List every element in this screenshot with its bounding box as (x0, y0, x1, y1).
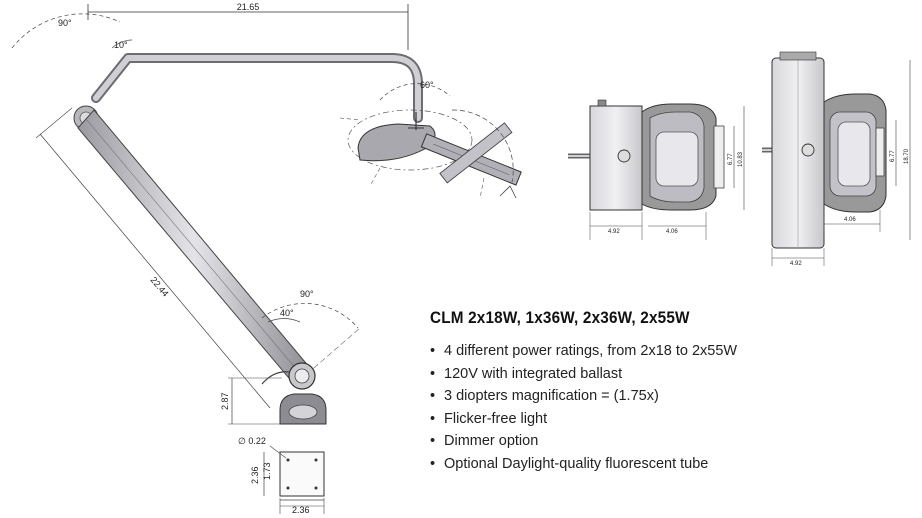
side-dim-inner-height: 6.77 (728, 153, 734, 165)
front-view-drawing: 6.77 18.70 4.06 4.92 (762, 51, 911, 267)
feature-text: Flicker-free light (444, 410, 548, 427)
side-dim-width-left: 4.92 (608, 229, 620, 235)
arm-drawing: 21.65 90° 10° 22.44 90° 40° (11, 2, 522, 515)
angle-top-left: 90° (58, 18, 72, 28)
side-dim-width-right: 4.06 (666, 229, 678, 235)
feature-item: • 3 diopters magnification = (1.75x) (430, 385, 910, 408)
dim-hole-dia: ∅ 0.22 (238, 436, 266, 446)
product-title: CLM 2x18W, 1x36W, 2x36W, 2x55W (430, 308, 690, 327)
dim-top-width: 21.65 (237, 2, 260, 12)
feature-text: 120V with integrated ballast (444, 365, 623, 382)
product-specs: CLM 2x18W, 1x36W, 2x36W, 2x55W • 4 differ… (430, 308, 910, 475)
feature-text: 4 different power ratings, from 2x18 to … (444, 343, 738, 359)
feature-item: • 120V with integrated ballast (430, 363, 910, 386)
feature-text: Optional Daylight-quality fluorescent tu… (444, 455, 709, 472)
bullet-icon: • (430, 410, 436, 427)
front-dim-outer-height: 18.70 (904, 148, 910, 164)
front-dim-width-outer: 4.92 (790, 261, 802, 267)
dim-arm-length: 22.44 (148, 275, 170, 299)
side-view-drawing: 6.77 10.83 4.92 4.06 (568, 99, 745, 240)
bullet-icon: • (430, 343, 436, 359)
feature-list: • 4 different power ratings, from 2x18 to… (430, 340, 910, 475)
angle-top-small: 10° (114, 40, 128, 50)
feature-item: • Dimmer option (430, 430, 910, 453)
feature-item: • Flicker-free light (430, 408, 910, 431)
bullet-icon: • (430, 433, 436, 449)
dim-plate-height: 2.36 (250, 466, 260, 484)
angle-elbow-small: 40° (280, 308, 294, 318)
feature-text: Dimmer option (444, 433, 539, 449)
dim-base-height: 2.87 (220, 392, 230, 410)
front-dim-width-inner: 4.06 (844, 217, 856, 223)
side-dim-outer-height: 10.83 (738, 151, 744, 167)
angle-head: 60° (420, 80, 434, 90)
bullet-icon: • (430, 455, 436, 472)
dim-plate-width: 2.36 (292, 505, 310, 515)
feature-item: • Optional Daylight-quality fluorescent t… (430, 453, 910, 476)
dim-hole-spacing: 1.73 (262, 462, 272, 480)
bullet-icon: • (430, 365, 436, 382)
bullet-icon: • (430, 388, 436, 404)
feature-item: • 4 different power ratings, from 2x18 to… (430, 340, 910, 363)
front-dim-inner-height: 6.77 (890, 150, 896, 162)
angle-elbow-large: 90° (300, 289, 314, 299)
feature-text: 3 diopters magnification = (1.75x) (444, 388, 659, 404)
